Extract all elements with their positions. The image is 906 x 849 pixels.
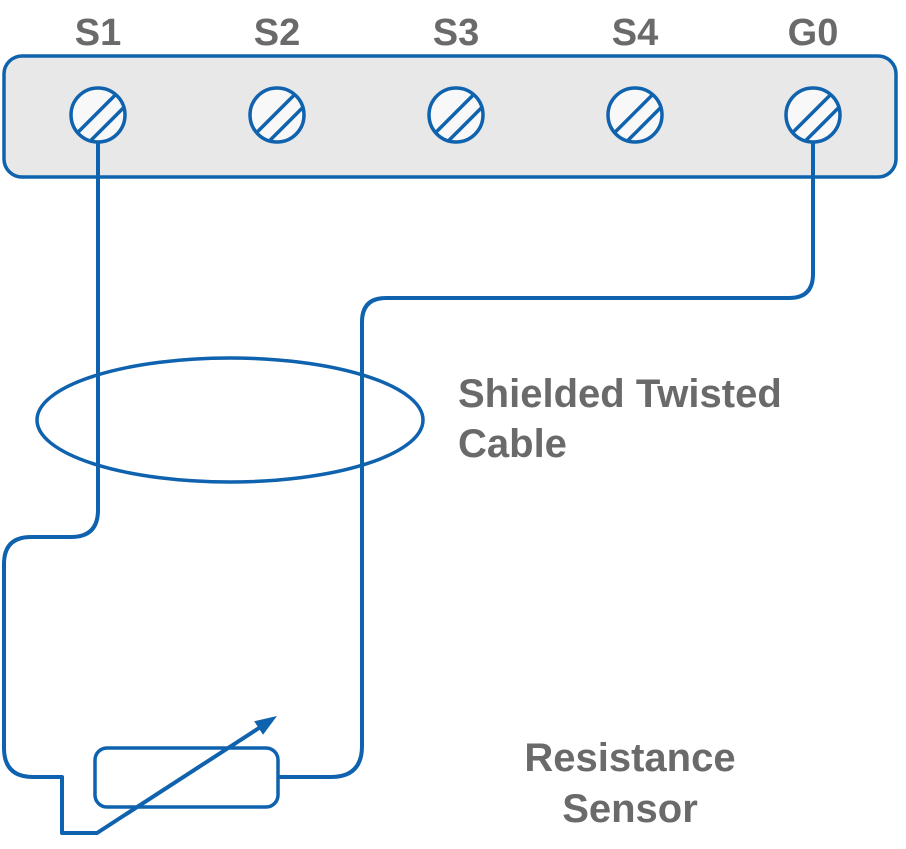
wire-s1-to-sensor bbox=[2, 141, 261, 835]
terminal-label-s1: S1 bbox=[75, 12, 121, 54]
terminal-label-s2: S2 bbox=[254, 12, 300, 54]
cable-shield-ellipse bbox=[35, 356, 425, 484]
terminal-screw-g0 bbox=[784, 86, 842, 144]
resistance-sensor-label-line2: Sensor bbox=[562, 787, 698, 831]
resistor-arrow-head bbox=[254, 716, 277, 735]
terminal-label-s3: S3 bbox=[433, 12, 479, 54]
terminal-label-s4: S4 bbox=[612, 12, 658, 54]
terminal-label-g0: G0 bbox=[788, 12, 839, 54]
terminal-screw-s2 bbox=[248, 86, 306, 144]
wire-g0-to-sensor bbox=[278, 141, 815, 779]
terminal-screw-s1 bbox=[69, 86, 127, 144]
resistance-sensor-label-line1: Resistance bbox=[524, 736, 735, 780]
shielded-cable-label-line1: Shielded Twisted bbox=[458, 372, 782, 416]
shielded-cable-label-line2: Cable bbox=[458, 422, 567, 466]
terminal-screw-s3 bbox=[427, 86, 485, 144]
terminal-screw-s4 bbox=[606, 86, 664, 144]
resistor-body bbox=[93, 746, 280, 809]
